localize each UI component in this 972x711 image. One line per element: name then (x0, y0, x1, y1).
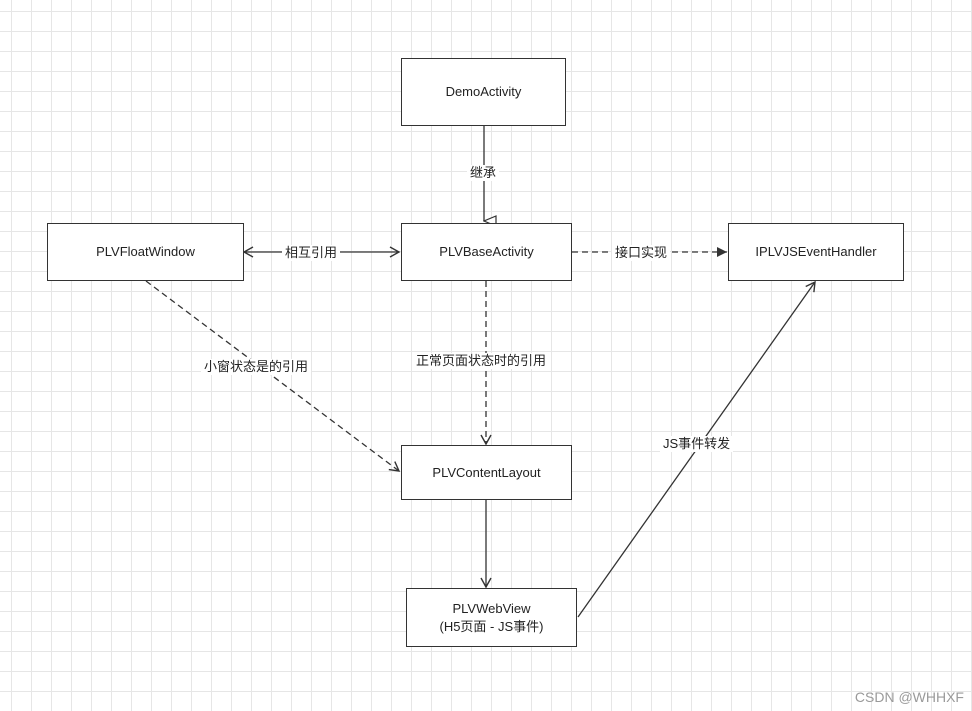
edge-label-small-window: 小窗状态是的引用 (201, 359, 312, 375)
edge-label-mutual: 相互引用 (282, 245, 341, 261)
node-content-layout: PLVContentLayout (401, 445, 572, 500)
node-sublabel: (H5页面 - JS事件) (439, 618, 544, 634)
edge-label-implement: 接口实现 (612, 245, 671, 261)
node-float-window: PLVFloatWindow (47, 223, 244, 281)
edge-label-inherit: 继承 (467, 165, 500, 181)
node-label: IPLVJSEventHandler (755, 244, 877, 259)
node-js-event-handler: IPLVJSEventHandler (728, 223, 904, 281)
edge-label-normal-page: 正常页面状态时的引用 (413, 353, 550, 369)
node-label: PLVFloatWindow (96, 244, 195, 259)
node-label: PLVBaseActivity (439, 244, 534, 259)
node-label: PLVContentLayout (432, 464, 541, 480)
node-label: PLVWebView (452, 600, 531, 616)
node-webview: PLVWebView (H5页面 - JS事件) (406, 588, 577, 647)
node-base-activity: PLVBaseActivity (401, 223, 572, 281)
node-label: DemoActivity (445, 84, 522, 99)
node-demo-activity: DemoActivity (401, 58, 566, 126)
watermark: CSDN @WHHXF (854, 689, 964, 705)
edge-label-js-forward: JS事件转发 (660, 436, 734, 452)
edge-small-window (145, 280, 401, 472)
